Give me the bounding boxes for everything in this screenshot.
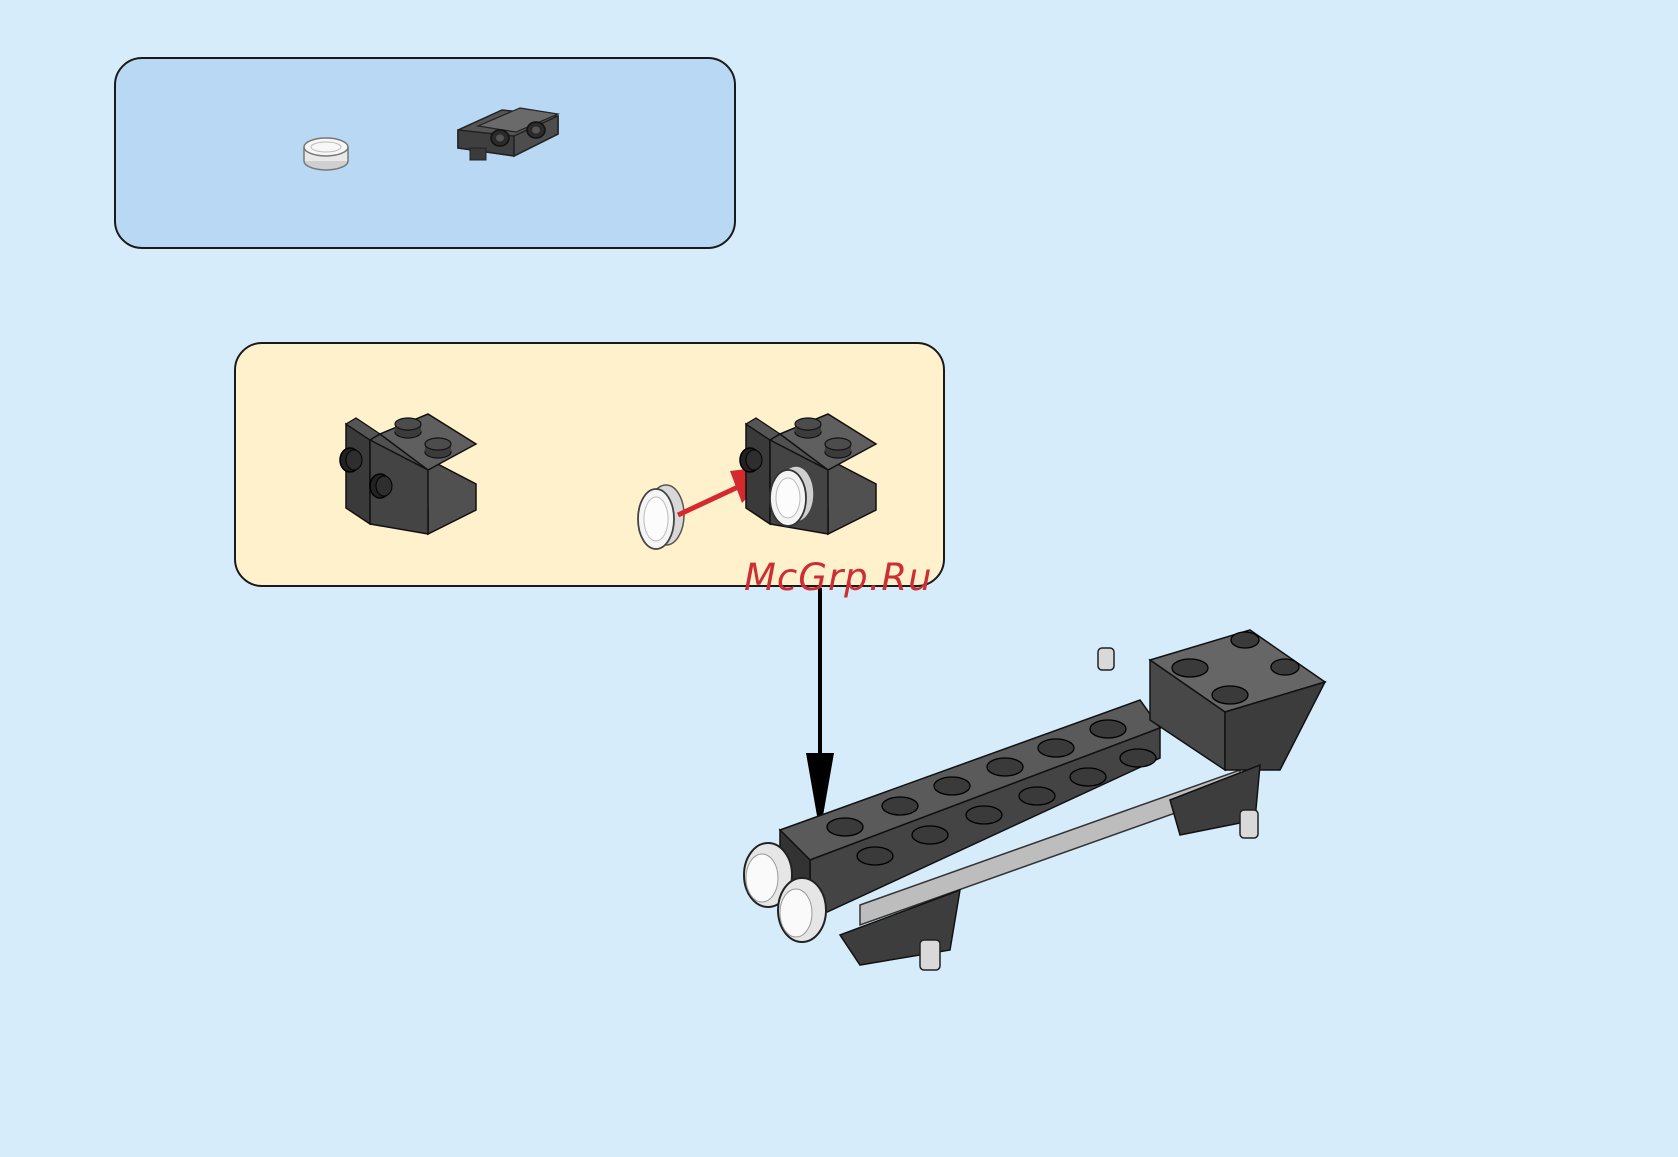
watermark-text: McGrp.Ru — [744, 556, 933, 599]
bracket-before-icon — [336, 414, 486, 539]
sub-assembly-panel — [234, 342, 945, 587]
bracket-after-icon — [736, 414, 886, 539]
round-tile-icon — [296, 129, 356, 179]
parts-list-panel — [114, 57, 736, 249]
bracket-icon — [456, 104, 566, 179]
main-model — [740, 620, 1340, 1000]
